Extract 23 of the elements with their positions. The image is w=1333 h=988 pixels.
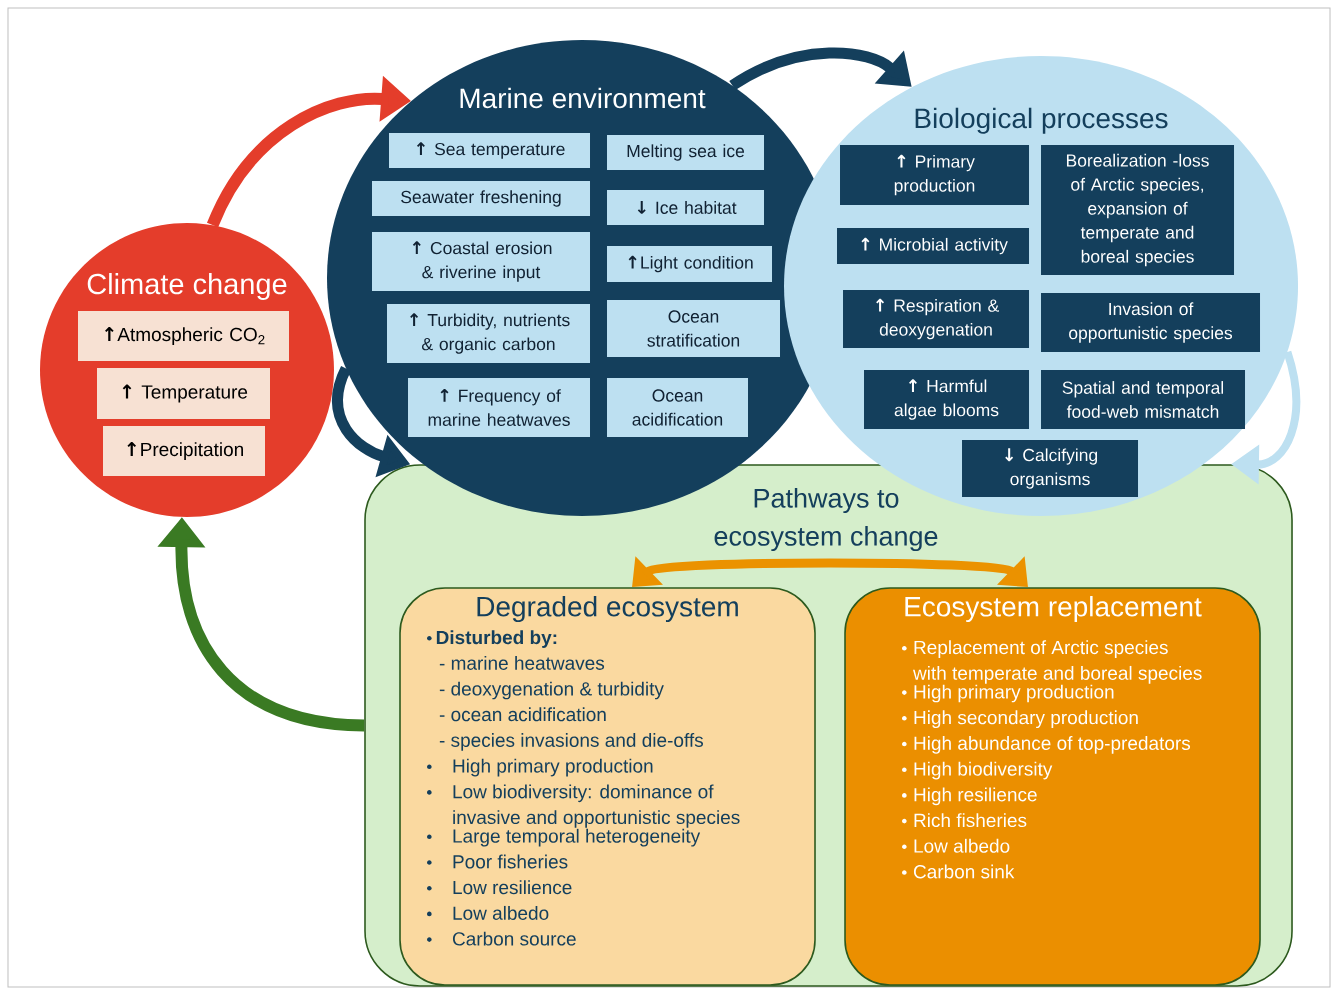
factor-box: ↑Precipitation bbox=[103, 426, 265, 476]
process-box: ↑ Respiration & deoxygenation bbox=[843, 290, 1029, 348]
factor-box: Ocean acidification bbox=[607, 378, 748, 437]
process-box: ↑ Primary production bbox=[840, 145, 1029, 205]
factor-box: Ocean stratification bbox=[607, 300, 780, 357]
process-box: ↑ Microbial activity bbox=[837, 228, 1029, 264]
factor-box: Melting sea ice bbox=[607, 135, 764, 170]
process-box: ↓ Calcifying organisms bbox=[962, 440, 1138, 497]
factor-box: ↑ Coastal erosion & riverine input bbox=[372, 232, 590, 291]
factor-box: ↑ Temperature bbox=[97, 368, 270, 419]
factor-box: ↑ Sea temperature bbox=[389, 133, 590, 168]
process-box: Spatial and temporal food-web mismatch bbox=[1041, 370, 1245, 429]
process-box: Borealization -loss of Arctic species, expansion of temperate and boreal species bbox=[1041, 145, 1234, 275]
ecosystem-box: Ecosystem replacement Replacement of Arctic species with temperate and boreal species High primary production High secondary production High abundance of top-predators High biodiversity High resilience Rich fisheries Low albedo Carbon sink bbox=[844, 587, 1261, 986]
factor-box: Seawater freshening bbox=[372, 181, 590, 216]
factor-box: ↓ Ice habitat bbox=[607, 190, 764, 225]
process-box: Invasion of opportunistic species bbox=[1041, 293, 1260, 352]
factor-box: ↑Light condition bbox=[607, 246, 772, 282]
factor-box: ↑Atmospheric CO$_{2}$ bbox=[78, 311, 289, 361]
process-box: ↑ Harmful algae blooms bbox=[864, 370, 1029, 429]
factor-box: ↑ Frequency of marine heatwaves bbox=[408, 378, 590, 437]
factor-box: ↑ Turbidity, nutrients & organic carbon bbox=[387, 304, 590, 363]
ecosystem-box: Degraded ecosystem Disturbed by: - marine heatwaves - deoxygenation & turbidity - ocean acidification - species invasions and die-offs High primary production Low biodiversity: dominance of invasive and opportunistic species Large temporal heterogeneity Poor fisheries Low resilience Low albedo Carbon source bbox=[399, 587, 816, 986]
